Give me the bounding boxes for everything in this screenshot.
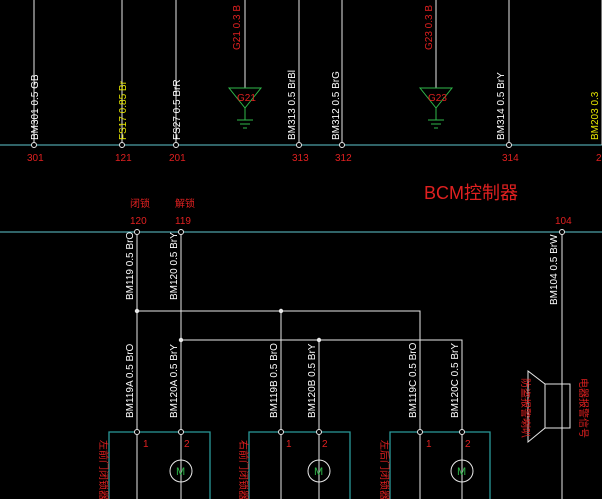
pin-313: 313 (292, 153, 309, 164)
actuator-left-front: 1 2 M 左前门闭锁器 (97, 429, 211, 499)
wire-label-bm314: BM314 0.5 BrY (496, 72, 507, 140)
alarm-horn: 防盗报警喇叭 电器报警信号 (519, 369, 590, 444)
ground-symbol-g23: G23 (418, 87, 454, 129)
pin-201: 201 (169, 153, 186, 164)
ground-symbol-g21: G21 (227, 87, 263, 129)
splice-lock (137, 310, 421, 499)
wire-label-bm104: BM104 0.5 BrW (549, 234, 560, 305)
pin-2: 2 (596, 153, 602, 164)
pin-301: 301 (27, 153, 44, 164)
pin-312: 312 (335, 153, 352, 164)
actuator-1-name: 左前门闭锁器 (97, 440, 110, 499)
controller-title: BCM控制器 (424, 183, 518, 203)
actuator-left-rear: 1 2 M 左后门闭锁器 (378, 429, 491, 499)
wire-label-bm301: BM301 0.5 GB (30, 74, 41, 140)
tag-unlock: 解锁 (175, 197, 195, 210)
actuator-right-front: 1 2 M 右前门闭锁器 (237, 429, 351, 499)
wire-label-fs27: FS27 0.5 BrR (172, 79, 183, 140)
motor-icon: M (457, 466, 466, 478)
wire-label-bm312: BM312 0.5 BrG (331, 71, 342, 140)
wire-label-bm120b: BM120B 0.5 BrY (307, 343, 318, 418)
wire-label-bm313: BM313 0.5 BrBl (287, 70, 298, 140)
pin-119: 119 (175, 216, 191, 227)
top-bus-nodes (31, 142, 512, 148)
pin-104: 104 (555, 216, 572, 227)
wire-label-bm120a: BM120A 0.5 BrY (169, 344, 180, 418)
pin-120: 120 (130, 216, 147, 227)
wire-label-bm120c: BM120C 0.5 BrY (450, 343, 461, 418)
actuator-2-name: 右前门闭锁器 (237, 440, 250, 499)
actuator-1-pin1: 1 (143, 439, 149, 450)
actuator-2-pin2: 2 (322, 439, 328, 450)
actuator-2-pin1: 1 (286, 439, 292, 450)
ground-label-g23: G23 (428, 93, 447, 104)
actuator-3-name: 左后门闭锁器 (378, 440, 391, 499)
motor-icon: M (314, 466, 323, 478)
wire-label-fs17: FS17 0.85 Br (118, 80, 129, 140)
wire-label-bm203: BM203 0.3 (590, 91, 601, 140)
splice-dots (134, 308, 322, 343)
pin-121: 121 (115, 153, 132, 164)
horn-side-label: 电器报警信号 (577, 378, 590, 438)
wire-label-bm120: BM120 0.5 BrY (169, 232, 180, 300)
wire-label-g23: G23 0.3 B (424, 5, 435, 50)
wire-label-bm119a: BM119A 0.5 BrO (125, 343, 136, 418)
tag-lock: 闭锁 (130, 197, 150, 210)
pin-314: 314 (502, 153, 519, 164)
actuator-3-pin2: 2 (465, 439, 471, 450)
wire-label-bm119b: BM119B 0.5 BrO (269, 343, 280, 418)
actuator-1-pin2: 2 (184, 439, 190, 450)
ground-label-g21: G21 (237, 93, 256, 104)
wire-label-bm119: BM119 0.5 BrO (125, 232, 136, 300)
splice-unlock (181, 339, 463, 499)
motor-icon: M (176, 466, 185, 478)
wire-label-g21: G21 0.3 B (232, 5, 243, 50)
wire-label-bm119c: BM119C 0.5 BrO (408, 342, 419, 418)
actuator-3-pin1: 1 (426, 439, 432, 450)
horn-name: 防盗报警喇叭 (519, 378, 532, 438)
